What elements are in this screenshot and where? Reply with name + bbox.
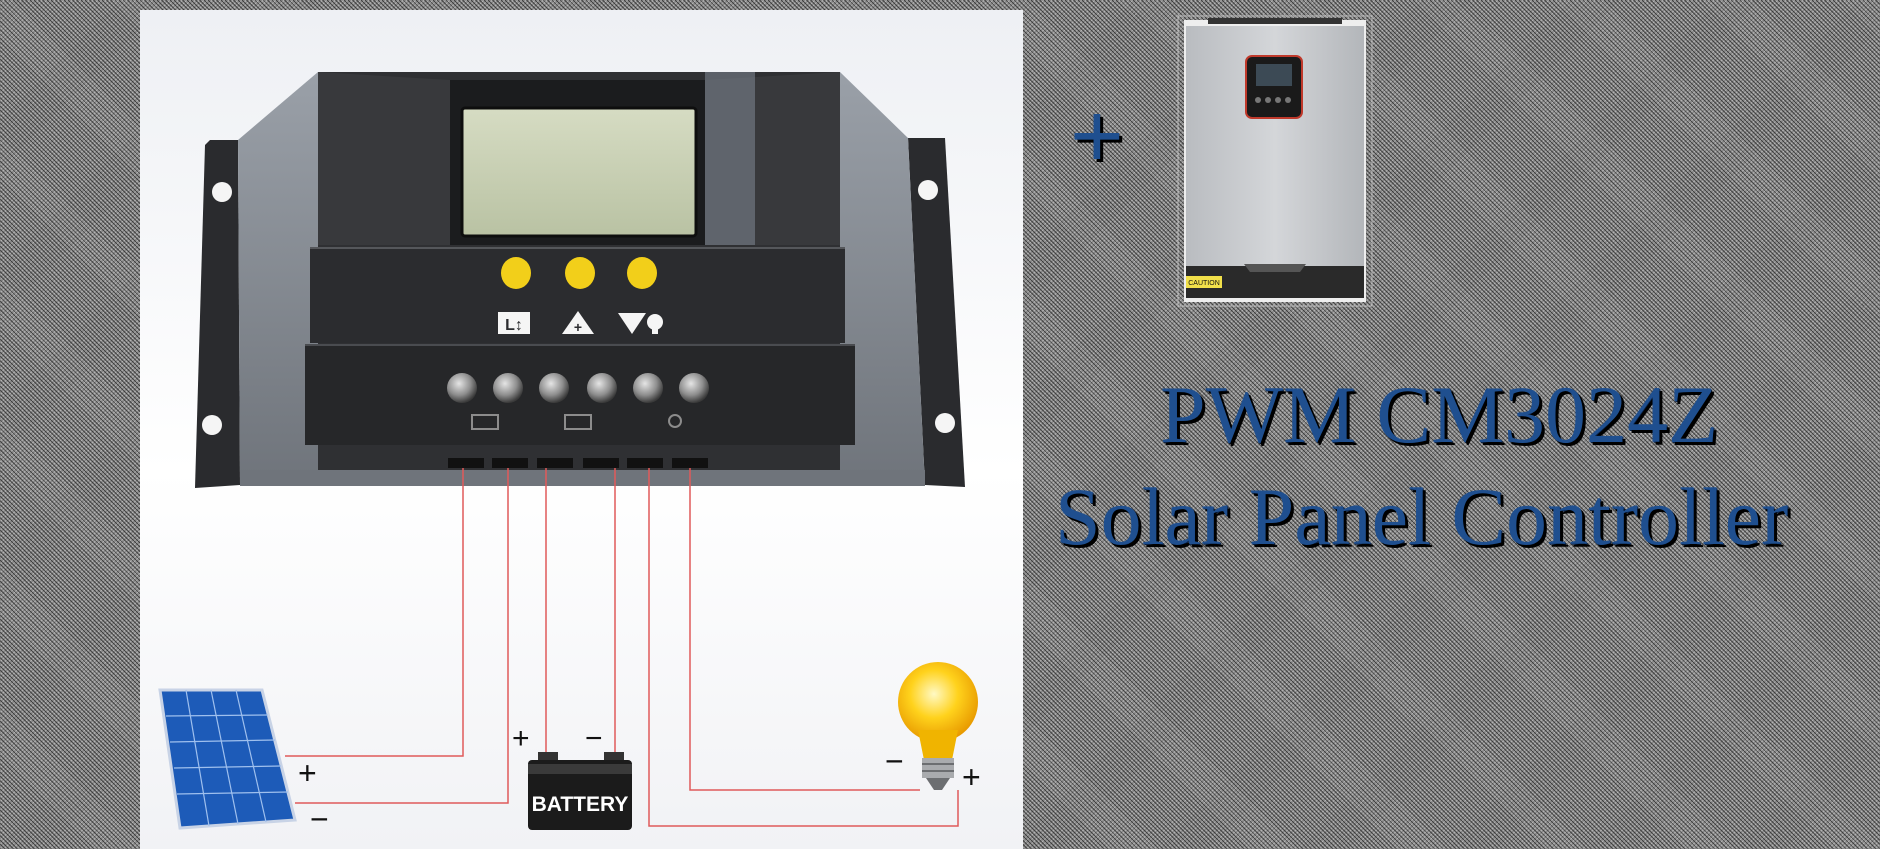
terminal-screw (633, 373, 663, 403)
solar-panel (158, 688, 297, 830)
terminal-screw (539, 373, 569, 403)
terminal-screw (587, 373, 617, 403)
top-left-shoulder (318, 72, 450, 245)
menu-button (501, 257, 531, 289)
battery-negative-sign: − (585, 722, 603, 755)
mount-hole (935, 413, 955, 433)
cable-slot (627, 458, 663, 468)
load-terminal-icon (668, 414, 682, 428)
switch-mode-icon: L↕ (498, 312, 530, 334)
wiring-lines (285, 468, 959, 827)
terminal-screw (679, 373, 709, 403)
light-bulb-icon (898, 662, 978, 790)
product-title-line-2: Solar Panel Controller (1055, 471, 1789, 562)
svg-text:L↕: L↕ (505, 317, 523, 334)
terminal-screw (447, 373, 477, 403)
svg-text:+: + (574, 319, 582, 335)
product-title-line-1: PWM CM3024Z (1160, 369, 1719, 460)
controller-base (240, 470, 925, 486)
mount-hole (918, 180, 938, 200)
up-plus-icon: + (562, 311, 594, 335)
battery-positive-sign: + (512, 722, 530, 755)
inverter-product: CAUTION (1177, 15, 1373, 307)
right-side-wing (840, 72, 925, 485)
mount-hole (212, 182, 232, 202)
solar-terminal-icon (471, 414, 499, 430)
bulb-negative-sign: − (885, 743, 904, 779)
bulb-positive-sign: + (962, 759, 981, 795)
down-button (627, 257, 657, 289)
up-button (565, 257, 595, 289)
cable-slot (672, 458, 708, 468)
battery-label: BATTERY (532, 793, 629, 816)
cable-slot (583, 458, 619, 468)
battery-icon: BATTERY (528, 752, 632, 830)
cable-slot (492, 458, 528, 468)
left-side-wing (238, 72, 318, 485)
caution-label: CAUTION (1188, 280, 1220, 287)
plus-sign: + (1070, 85, 1124, 187)
mount-hole (202, 415, 222, 435)
lcd-screen (460, 106, 698, 238)
panel-negative-sign: − (310, 801, 329, 837)
terminal-screw (493, 373, 523, 403)
left-mounting-ear (195, 140, 240, 488)
panel-positive-sign: + (298, 755, 317, 791)
shoulder-highlight (705, 72, 755, 245)
terminal-legend (471, 414, 682, 430)
cable-slot (537, 458, 573, 468)
charge-controller: L↕ + (195, 72, 965, 488)
right-mounting-ear (908, 138, 965, 487)
down-light-icon (618, 313, 663, 334)
battery-terminal-icon (564, 414, 592, 430)
cable-slot (448, 458, 484, 468)
caution-sticker (1186, 276, 1222, 288)
